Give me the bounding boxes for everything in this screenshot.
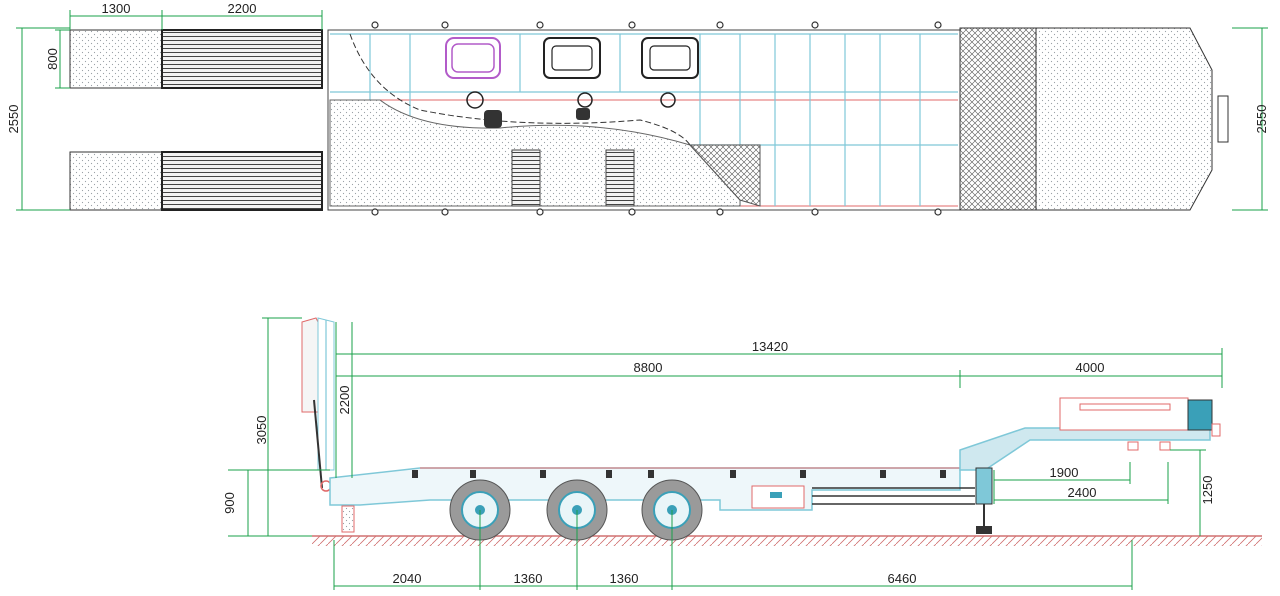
kingpin-plate (1217, 95, 1229, 143)
dim-gooseneck-length: 4000 (1076, 360, 1105, 375)
front-box (1187, 399, 1213, 431)
landing-gear (975, 467, 993, 505)
swing-arc (349, 33, 691, 146)
side-dimensions: 13420 8800 4000 2200 3050 900 1900 (222, 317, 1223, 590)
side-view: 13420 8800 4000 2200 3050 900 1900 (222, 317, 1262, 590)
dim-bed-length: 2200 (228, 1, 257, 16)
dim-overall-width-left: 2550 (6, 105, 21, 134)
dim-kingpin-b: 2400 (1068, 485, 1097, 500)
deck-panel (511, 149, 541, 207)
rear-step (341, 505, 355, 533)
frame-lugs (412, 470, 946, 478)
dim-lowbed-length: 8800 (634, 360, 663, 375)
dim-ramp-height: 2200 (337, 386, 352, 415)
wheel-well-plate (688, 144, 761, 207)
gooseneck-nose (1035, 27, 1213, 211)
kingpin-side (1127, 441, 1171, 451)
side-lugs (371, 21, 942, 216)
deck-panel (605, 149, 635, 207)
dim-overall-length: 13420 (752, 339, 788, 354)
ramp-bottom (69, 151, 323, 211)
ramps-raised (301, 317, 335, 492)
dim-overall-width-right: 2550 (1254, 105, 1269, 134)
dim-rear-overhang: 2040 (393, 571, 422, 586)
gooseneck-side (959, 427, 1211, 471)
dim-total-height: 3050 (254, 416, 269, 445)
dim-deck-height: 900 (222, 492, 237, 514)
ground (312, 536, 1262, 546)
dim-coupling-height: 1250 (1200, 476, 1215, 505)
dim-axle-to-kingpin: 6460 (888, 571, 917, 586)
top-dimensions: 1300 2200 800 2550 2550 (6, 1, 1269, 211)
dim-ramp-width: 800 (45, 48, 60, 70)
dim-kingpin-a: 1900 (1050, 465, 1079, 480)
gooseneck-deck-side (1059, 397, 1189, 431)
gooseneck-deck (959, 27, 1037, 211)
dim-axle-spacing-1: 1360 (514, 571, 543, 586)
dim-ramp-length: 1300 (102, 1, 131, 16)
top-view: 1300 2200 800 2550 2550 (6, 1, 1269, 216)
dim-axle-spacing-2: 1360 (610, 571, 639, 586)
axle-group-top (445, 37, 699, 128)
side-rails (812, 487, 975, 505)
ramp-top (69, 29, 323, 89)
